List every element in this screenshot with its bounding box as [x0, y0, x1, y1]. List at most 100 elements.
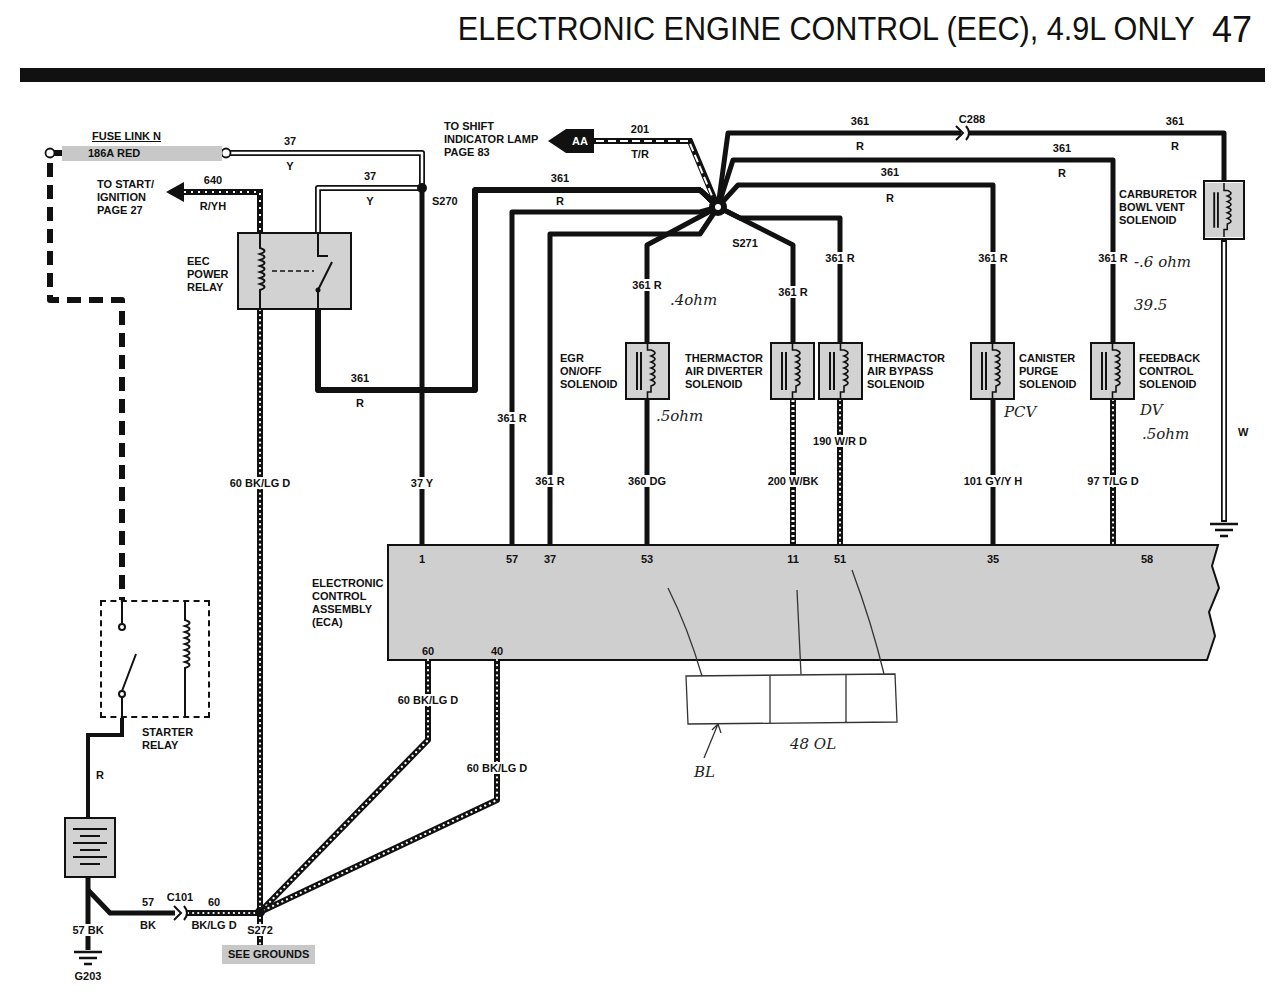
- solenoid-symbol: [818, 342, 863, 400]
- wire: [318, 190, 793, 390]
- wire-group: [260, 310, 261, 945]
- pin-number: 11: [787, 553, 799, 565]
- wire-core: [260, 660, 497, 945]
- pin-number: 37: [544, 553, 556, 565]
- wire: [790, 400, 796, 545]
- pin-number: 60: [422, 645, 434, 657]
- splice-dot: [417, 183, 427, 193]
- splice-dot: [709, 198, 727, 216]
- wire-group: [318, 190, 793, 390]
- solenoid-box: CANISTER PURGE SOLENOID: [970, 342, 1015, 400]
- wire-code: 361: [1051, 142, 1073, 154]
- solenoid-symbol: [1090, 342, 1135, 400]
- component-label: ELECTRONIC CONTROL ASSEMBLY (ECA): [312, 577, 382, 629]
- wire: [88, 718, 122, 818]
- connector-symbol: [174, 126, 969, 920]
- wire: [318, 190, 840, 390]
- wire: [991, 400, 996, 545]
- wire-color: T/R: [629, 148, 651, 160]
- wire-group: [318, 190, 840, 390]
- wire-color: R/YH: [198, 200, 228, 212]
- relay-symbol: [316, 288, 321, 293]
- wire-group: [318, 160, 1113, 390]
- solenoid-box: FEEDBACK CONTROL SOLENOID: [1090, 342, 1135, 400]
- solenoid-symbol: [625, 183, 1245, 400]
- starter-relay-symbol: [121, 600, 123, 624]
- wire-group: [260, 660, 497, 945]
- wire-color: BK: [138, 919, 158, 931]
- component-label: EGR ON/OFF SOLENOID: [560, 352, 622, 391]
- wire-code: 60 BK/LG D: [396, 694, 461, 706]
- wire-group: [222, 153, 422, 232]
- reference-note: TO START/ IGNITION PAGE 27: [97, 178, 165, 217]
- wire-group: [50, 153, 122, 600]
- wire-color: R: [1056, 167, 1068, 179]
- wire-color: R: [554, 195, 566, 207]
- ground-reference: SEE GROUNDS: [222, 945, 315, 964]
- wire-code: 201: [629, 123, 651, 135]
- splice-dot: [255, 183, 727, 917]
- handwritten-note: -.6 ohm: [1134, 254, 1191, 271]
- reference-note: TO SHIFT INDICATOR LAMP PAGE 83: [444, 120, 542, 159]
- component-label: THERMACTOR AIR BYPASS SOLENOID: [867, 352, 949, 391]
- wire-code: 37 Y: [409, 477, 435, 489]
- header-rule: [20, 68, 1265, 82]
- handwritten-sketch: [704, 724, 721, 758]
- wire-code: 190 W/R D: [811, 435, 869, 447]
- wire: [50, 153, 122, 600]
- wire: [318, 160, 1113, 390]
- wire-core: [259, 310, 261, 945]
- page-title: ELECTRONIC ENGINE CONTROL (EEC), 4.9L ON…: [458, 8, 1195, 48]
- wire: [222, 153, 422, 545]
- arrow-head: [166, 182, 184, 202]
- wire-group: [318, 190, 718, 545]
- wire-group: [993, 400, 994, 545]
- connector-symbol: [174, 906, 187, 920]
- wire-color: R: [884, 192, 896, 204]
- splice-name: S272: [245, 924, 275, 936]
- component-label: FEEDBACK CONTROL SOLENOID: [1139, 352, 1203, 391]
- solenoid-box: CARBURETOR BOWL VENT SOLENOID: [1203, 180, 1245, 240]
- solenoid-symbol: [625, 342, 670, 400]
- splice-name: S271: [730, 237, 760, 249]
- wire-core: [792, 400, 795, 545]
- relay-symbol: [272, 270, 314, 272]
- wire: [318, 190, 718, 545]
- wire-code: 361 R: [630, 279, 663, 291]
- component-label: 186A RED: [88, 146, 140, 161]
- wire-code: 37: [362, 170, 378, 182]
- wire-group: [318, 185, 993, 390]
- wire-color: R: [94, 769, 106, 781]
- wire-color: W: [1236, 426, 1250, 438]
- handwritten-note: BL: [694, 764, 715, 781]
- connector-symbol: [956, 126, 969, 140]
- wire-code: 200 W/BK: [766, 475, 821, 487]
- wire-code: 361: [1164, 115, 1186, 127]
- ground-symbol: [74, 952, 102, 964]
- battery-symbol: [65, 818, 115, 877]
- wire-group: [793, 400, 794, 545]
- wire-code: 361 R: [823, 252, 856, 264]
- wire-color: R: [854, 140, 866, 152]
- starter-relay-symbol: [119, 691, 125, 697]
- relay-symbol: [260, 232, 265, 310]
- wire-code: 37: [282, 135, 298, 147]
- splice-dot: [255, 907, 265, 917]
- starter-relay-symbol: [119, 600, 190, 718]
- wire: [594, 141, 716, 203]
- splice-dot: [715, 204, 721, 210]
- wire-code: 60 BK/LG D: [228, 477, 293, 489]
- handwritten-note: PCV: [1004, 404, 1036, 421]
- wire-core: [1112, 400, 1114, 545]
- battery-symbol: [73, 829, 107, 864]
- wire-code: 361 R: [776, 286, 809, 298]
- wire: [260, 660, 497, 945]
- wire-code: 97 T/LG D: [1085, 475, 1140, 487]
- off-page-arrow: [548, 129, 594, 153]
- component-label: CANISTER PURGE SOLENOID: [1019, 352, 1081, 391]
- solenoid-box: THERMACTOR AIR DIVERTER SOLENOID: [770, 342, 815, 400]
- solenoid-symbol: [770, 342, 815, 400]
- wire: [188, 912, 258, 914]
